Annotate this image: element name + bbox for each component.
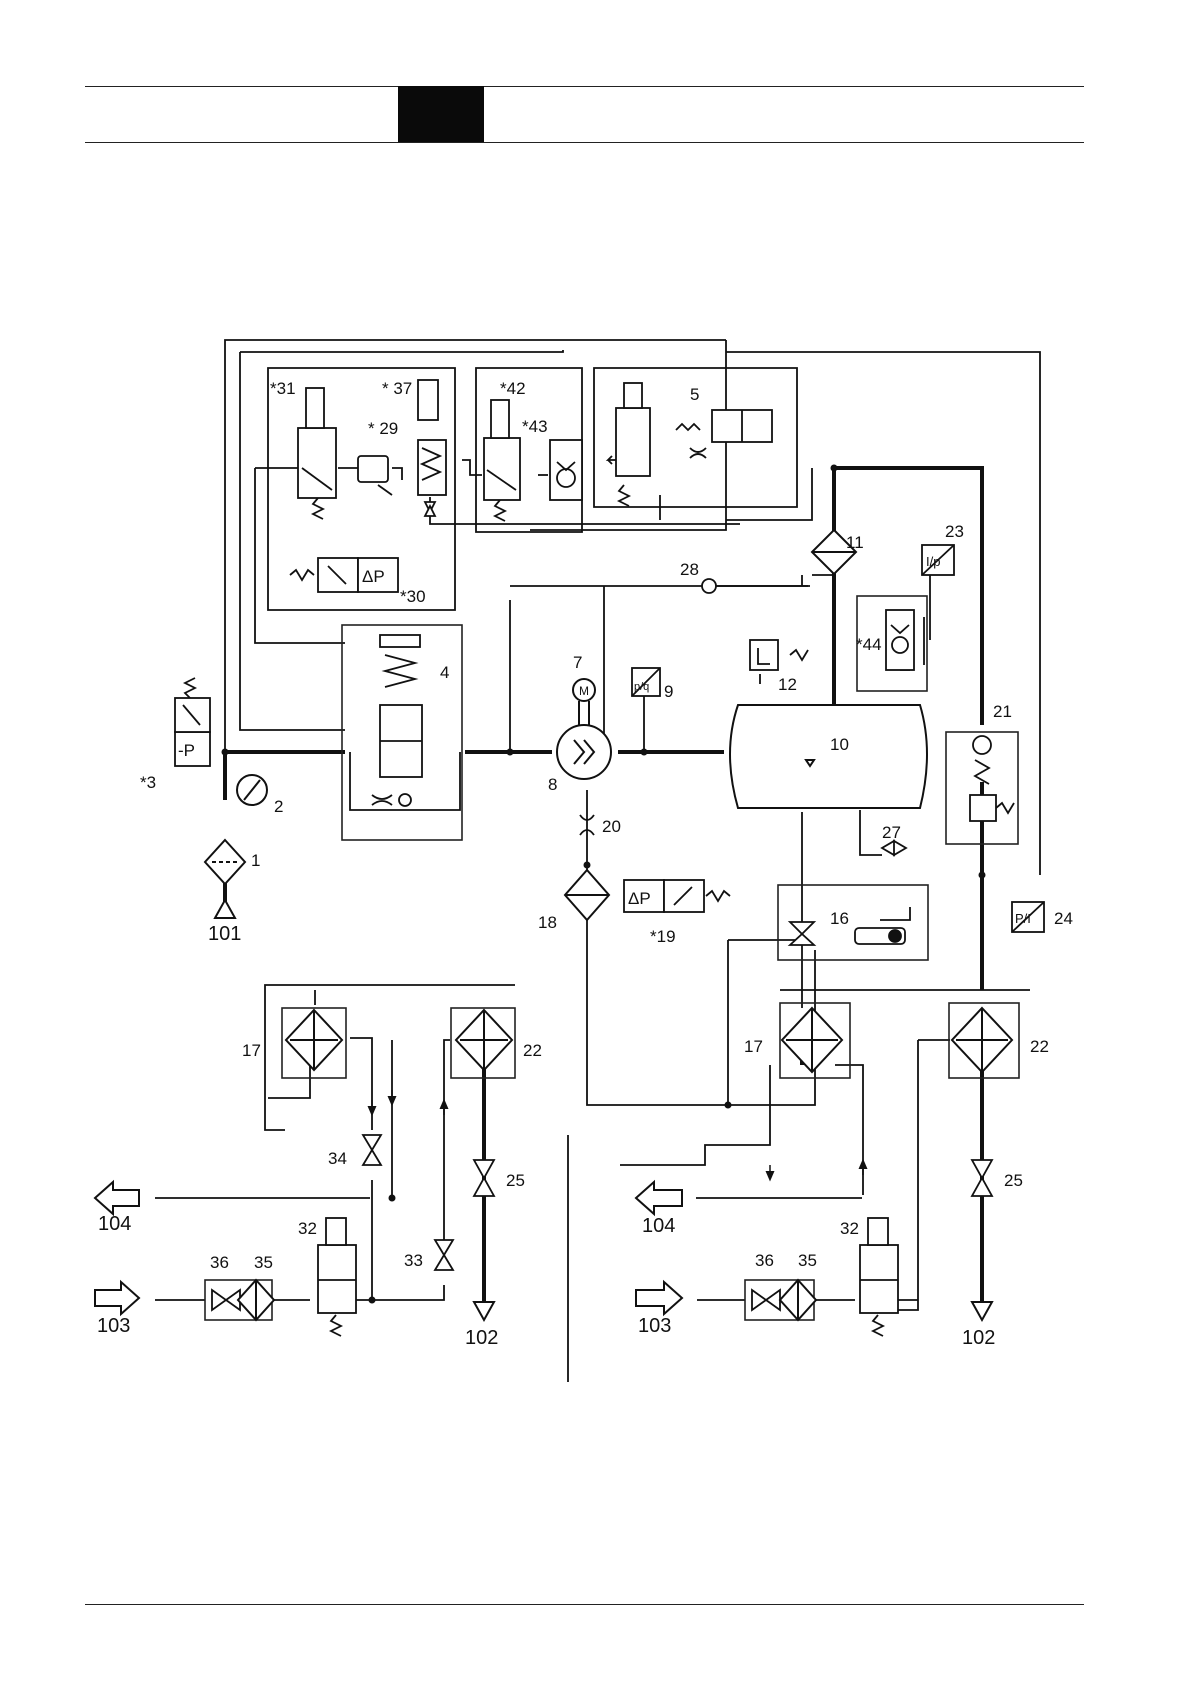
filter-1 bbox=[205, 840, 245, 884]
valve-36-right bbox=[752, 1290, 780, 1310]
label-34: 34 bbox=[328, 1149, 347, 1168]
pressure-gauge-2 bbox=[237, 775, 267, 805]
port-104-left: 104 bbox=[98, 1213, 131, 1235]
label-4: 4 bbox=[440, 663, 449, 682]
port-102-left: 102 bbox=[465, 1327, 498, 1349]
valve-25-left bbox=[474, 1160, 494, 1196]
valve-29 bbox=[358, 456, 392, 495]
control-lines bbox=[155, 340, 1040, 1382]
port-104-right: 104 bbox=[642, 1215, 675, 1237]
solenoid-valve-32-right bbox=[860, 1218, 898, 1336]
label-25-right: 25 bbox=[1004, 1171, 1023, 1190]
inlet-arrow-103-left bbox=[95, 1282, 139, 1314]
label-31: *31 bbox=[270, 379, 296, 398]
outlet-arrow-104-left bbox=[95, 1182, 139, 1214]
label-36-left: 36 bbox=[210, 1253, 229, 1272]
check-valve-44 bbox=[886, 610, 914, 670]
valve-21 bbox=[970, 736, 1014, 821]
inlet-arrow-101 bbox=[215, 900, 235, 918]
label-35-left: 35 bbox=[254, 1253, 273, 1272]
valve-42 bbox=[484, 400, 520, 521]
port-102-right: 102 bbox=[962, 1327, 995, 1349]
label-32-left: 32 bbox=[298, 1219, 317, 1238]
dp-symbol-19: ΔP bbox=[628, 889, 651, 908]
drain-valve-27 bbox=[882, 841, 906, 855]
port-103-left: 103 bbox=[97, 1315, 130, 1337]
label-12: 12 bbox=[778, 675, 797, 694]
label-30: *30 bbox=[400, 587, 426, 606]
label-44: *44 bbox=[856, 635, 882, 654]
port-101: 101 bbox=[208, 923, 241, 945]
motor-symbol-7: M bbox=[579, 684, 589, 698]
valve-34 bbox=[363, 1135, 381, 1165]
label-33: 33 bbox=[404, 1251, 423, 1270]
valve-25-right bbox=[972, 1160, 992, 1196]
cooler-22-right bbox=[952, 1008, 1012, 1072]
label-32-right: 32 bbox=[840, 1219, 859, 1238]
filter-35-left bbox=[238, 1280, 274, 1320]
check-valve-28 bbox=[702, 579, 716, 593]
valve-37 bbox=[418, 380, 446, 516]
label-42: *42 bbox=[500, 379, 526, 398]
label-21: 21 bbox=[993, 702, 1012, 721]
label-22-left: 22 bbox=[523, 1041, 542, 1060]
drain-arrow-102-right bbox=[972, 1302, 992, 1320]
label-1: 1 bbox=[251, 851, 260, 870]
filter-35-right bbox=[780, 1280, 816, 1320]
valve-12 bbox=[750, 640, 808, 670]
cooler-17-left bbox=[286, 1010, 342, 1070]
label-36-right: 36 bbox=[755, 1251, 774, 1270]
label-29: * 29 bbox=[368, 419, 398, 438]
label-27: 27 bbox=[882, 823, 901, 842]
valve-31 bbox=[298, 388, 336, 519]
label-3: *3 bbox=[140, 773, 156, 792]
pq-symbol-9: p/q bbox=[634, 681, 649, 693]
component-labels: 1 2 *3 4 5 7 8 9 10 11 12 16 17 17 18 *1… bbox=[140, 379, 1073, 1272]
label-7: 7 bbox=[573, 653, 582, 672]
valve-36-left bbox=[212, 1290, 240, 1310]
drain-arrow-102-left bbox=[474, 1302, 494, 1320]
valve-33 bbox=[435, 1240, 453, 1270]
inlet-arrow-103-right bbox=[636, 1282, 682, 1314]
flow-arrows bbox=[372, 1090, 863, 1177]
label-16: 16 bbox=[830, 909, 849, 928]
ip-symbol-23: I/p bbox=[926, 554, 940, 569]
label-9: 9 bbox=[664, 682, 673, 701]
label-37: * 37 bbox=[382, 379, 412, 398]
cooler-17-right bbox=[782, 1008, 842, 1072]
label-17-left: 17 bbox=[242, 1041, 261, 1060]
minus-p-symbol-3: -P bbox=[178, 741, 195, 760]
dp-symbol-30: ΔP bbox=[362, 567, 385, 586]
outlet-arrow-104-right bbox=[636, 1182, 682, 1214]
valve-4 bbox=[372, 635, 422, 806]
label-2: 2 bbox=[274, 797, 283, 816]
cooler-22-left bbox=[456, 1010, 512, 1070]
port-103-right: 103 bbox=[638, 1315, 671, 1337]
label-11: 11 bbox=[846, 533, 864, 552]
label-23: 23 bbox=[945, 522, 964, 541]
label-43: *43 bbox=[522, 417, 548, 436]
check-valve-43 bbox=[550, 440, 582, 500]
label-8: 8 bbox=[548, 775, 557, 794]
filter-18 bbox=[565, 870, 609, 920]
label-18: 18 bbox=[538, 913, 557, 932]
label-10: 10 bbox=[830, 735, 849, 754]
receiver-tank-10 bbox=[730, 705, 927, 808]
compressor-8 bbox=[557, 701, 611, 779]
label-20: 20 bbox=[602, 817, 621, 836]
label-17-right: 17 bbox=[744, 1037, 763, 1056]
label-24: 24 bbox=[1054, 909, 1073, 928]
label-25-left: 25 bbox=[506, 1171, 525, 1190]
label-22-right: 22 bbox=[1030, 1037, 1049, 1056]
label-28: 28 bbox=[680, 560, 699, 579]
label-5: 5 bbox=[690, 385, 699, 404]
solenoid-valve-32-left bbox=[318, 1218, 356, 1336]
label-35-right: 35 bbox=[798, 1251, 817, 1270]
pi-symbol-24: P/I bbox=[1015, 911, 1031, 926]
label-19: *19 bbox=[650, 927, 676, 946]
